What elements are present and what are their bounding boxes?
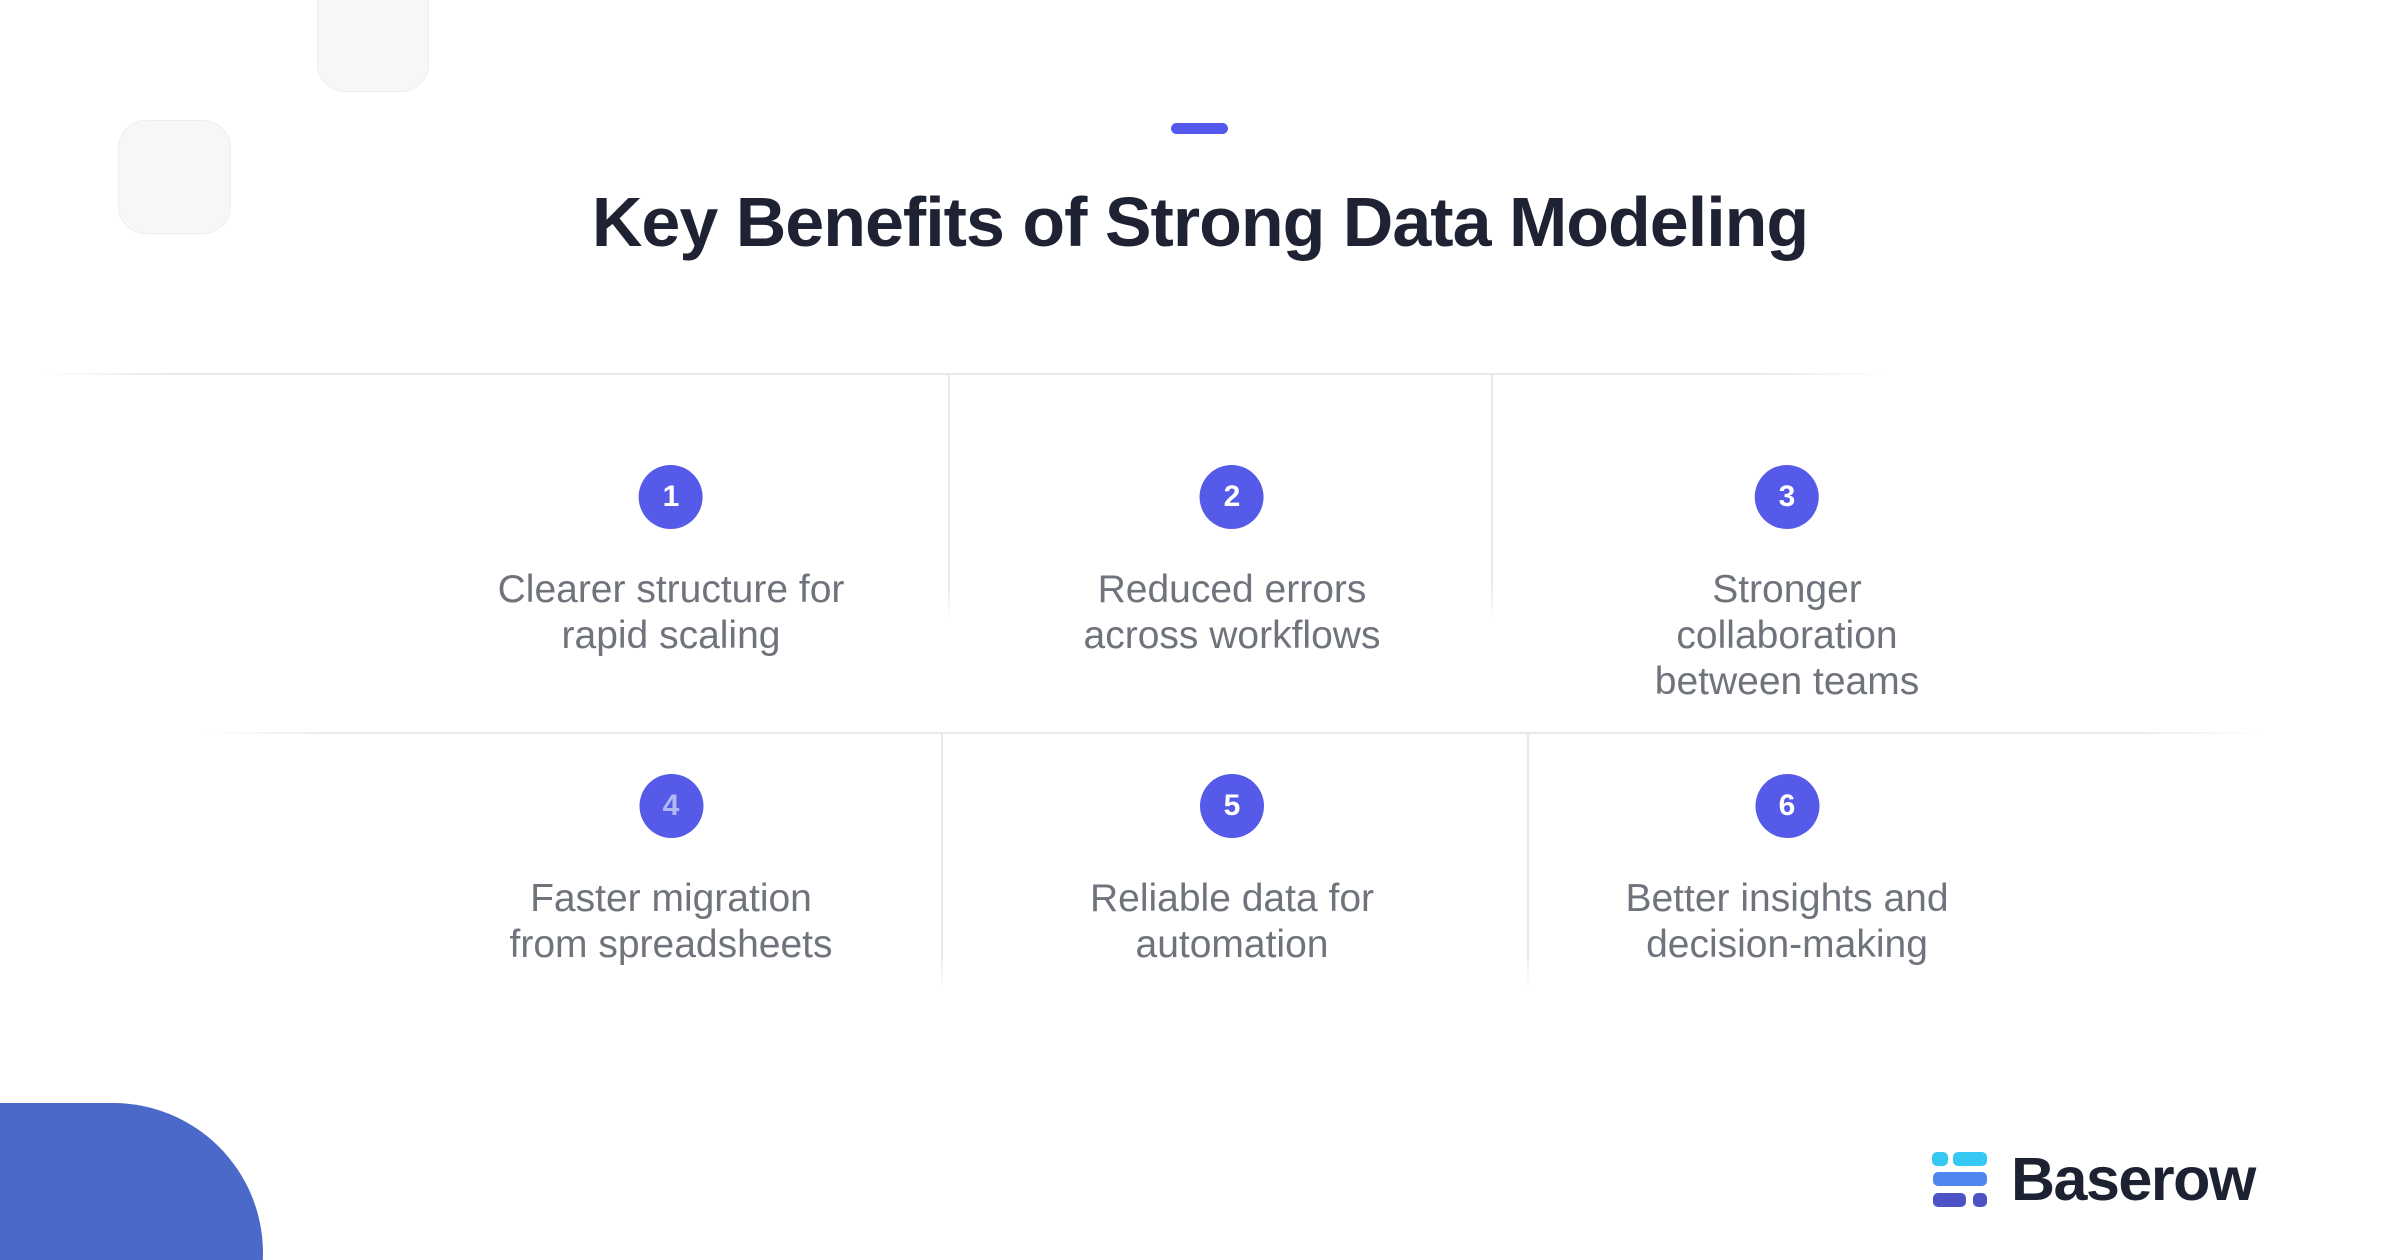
benefit-number-badge-2: 2 xyxy=(1200,465,1264,529)
benefit-cell-2: 2 Reduced errors across workflows xyxy=(1083,465,1381,659)
logo-bar-indigo-medium xyxy=(1933,1192,1966,1207)
benefit-number-badge-1: 1 xyxy=(639,465,703,529)
benefit-cell-3: 3 Stronger collaboration between teams xyxy=(1654,465,1920,705)
benefit-label-3: Stronger collaboration between teams xyxy=(1654,568,1920,704)
logo-bar-cyan-small xyxy=(1932,1151,1948,1166)
decor-square-left xyxy=(118,120,231,234)
benefit-label-1: Clearer structure for rapid scaling xyxy=(497,568,845,658)
accent-dash xyxy=(1171,123,1228,134)
benefit-label-6: Better insights and decision-making xyxy=(1625,877,1949,967)
benefit-cell-5: 5 Reliable data for automation xyxy=(1090,774,1374,968)
benefit-number-badge-6: 6 xyxy=(1755,774,1819,838)
benefit-number-badge-4: 4 xyxy=(639,774,703,838)
logo-bar-indigo-small xyxy=(1973,1192,1987,1207)
benefit-label-2: Reduced errors across workflows xyxy=(1083,568,1381,658)
benefit-number-badge-3: 3 xyxy=(1755,465,1819,529)
baserow-logo-icon xyxy=(1932,1151,1987,1207)
baserow-logo: Baserow xyxy=(1932,1144,2256,1214)
decor-square-top xyxy=(317,0,429,92)
baserow-wordmark: Baserow xyxy=(2011,1145,2256,1213)
logo-bar-cyan-wide xyxy=(1953,1151,1987,1166)
benefit-cell-4: 4 Faster migration from spreadsheets xyxy=(510,774,833,968)
divider-horizontal-row1 xyxy=(40,373,1890,375)
corner-blob xyxy=(0,1103,263,1260)
logo-bar-blue-wide xyxy=(1933,1171,1987,1186)
benefit-cell-1: 1 Clearer structure for rapid scaling xyxy=(497,465,845,659)
divider-horizontal-row2 xyxy=(200,732,2265,734)
benefit-label-4: Faster migration from spreadsheets xyxy=(509,877,833,967)
divider-vertical-row1-right xyxy=(1491,374,1493,619)
divider-vertical-row2-left xyxy=(941,734,943,990)
divider-vertical-row2-right xyxy=(1527,734,1529,990)
divider-vertical-row1-left xyxy=(948,374,950,619)
benefit-cell-6: 6 Better insights and decision-making xyxy=(1625,774,1949,968)
benefit-label-5: Reliable data for automation xyxy=(1089,877,1375,967)
benefit-number-badge-5: 5 xyxy=(1199,774,1264,838)
page-title: Key Benefits of Strong Data Modeling xyxy=(591,183,1809,261)
